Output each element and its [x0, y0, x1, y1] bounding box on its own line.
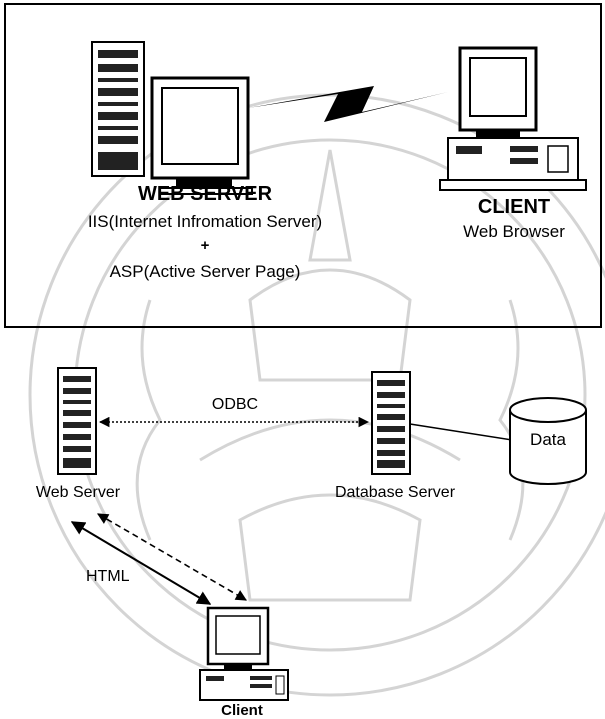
client-computer-icon — [439, 46, 587, 191]
bottom-client-computer-icon — [199, 606, 289, 701]
web-server-tower-icon — [57, 367, 97, 475]
network-link-bolt-icon — [248, 86, 448, 122]
data-label: Data — [530, 430, 566, 449]
asp-label: ASP(Active Server Page) — [109, 262, 301, 281]
database-server-label: Database Server — [334, 484, 456, 501]
database-data-connector — [409, 423, 513, 441]
web-server-computer-icon — [91, 41, 253, 195]
data-store-cylinder-icon — [509, 397, 587, 485]
html-request-arrow — [70, 521, 212, 605]
odbc-label: ODBC — [211, 396, 259, 413]
web-server-label: Web Server — [35, 484, 121, 501]
plus-sign: + — [200, 237, 210, 254]
web-server-title: WEB SERVER — [137, 183, 273, 205]
bottom-client-label: Client — [221, 702, 263, 719]
html-label: HTML — [86, 568, 130, 585]
client-title: CLIENT — [477, 196, 551, 218]
top-panel-frame — [4, 3, 602, 328]
html-response-arrow — [97, 513, 247, 601]
iis-label: IIS(Internet Infromation Server) — [87, 212, 323, 231]
database-server-tower-icon — [371, 371, 411, 475]
client-subtitle: Web Browser — [463, 222, 565, 241]
